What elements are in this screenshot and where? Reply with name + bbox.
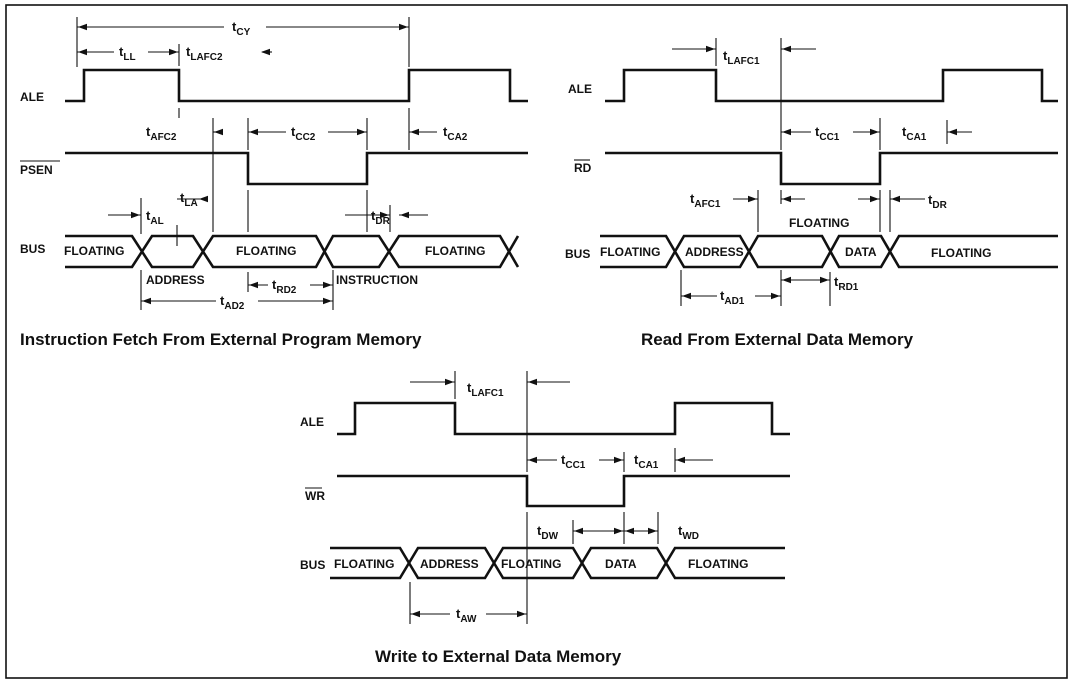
caption-instruction-fetch: Instruction Fetch From External Program … — [20, 330, 422, 349]
ale-waveform — [337, 401, 790, 436]
bus-floating-2: FLOATING — [501, 557, 561, 571]
bus-floating-1: FLOATING — [600, 245, 660, 259]
rd-waveform — [605, 151, 1058, 186]
bus-address: ADDRESS — [420, 557, 479, 571]
panel-write-data: ALE WR BUS FLOATING ADDRESS FLOATING DAT… — [300, 371, 790, 666]
figure-border — [5, 4, 1068, 679]
timing-t-lafc1: tLAFC1 — [467, 380, 504, 399]
bus-label: BUS — [20, 242, 45, 256]
rd-label: RD — [574, 161, 592, 175]
psen-label: PSEN — [20, 163, 53, 177]
timing-t-afc1: tAFC1 — [690, 191, 721, 210]
timing-t-rd2: tRD2 — [272, 277, 297, 296]
timing-t-ca1: tCA1 — [634, 452, 659, 471]
bus-address: ADDRESS — [685, 245, 744, 259]
wr-label: WR — [305, 489, 325, 503]
bus-floating-2: FLOATING — [236, 244, 296, 258]
timing-t-dw: tDW — [537, 523, 559, 542]
timing-t-ad1: tAD1 — [720, 288, 745, 307]
bus-floating-3: FLOATING — [688, 557, 748, 571]
caption-read-data: Read From External Data Memory — [641, 330, 914, 349]
ale-waveform — [65, 68, 528, 103]
timing-t-lafc1: tLAFC1 — [723, 48, 760, 67]
bus-label: BUS — [565, 247, 590, 261]
bus-floating-1: FLOATING — [334, 557, 394, 571]
timing-t-cc1: tCC1 — [561, 452, 586, 471]
timing-t-ad2: tAD2 — [220, 293, 245, 312]
bus-waveform-lower — [600, 234, 1058, 269]
ale-label: ALE — [20, 90, 44, 104]
panel-instruction-fetch: ALE PSEN BUS FLOATING FLOATING FLOATING … — [20, 17, 528, 349]
bus-floating-1: FLOATING — [64, 244, 124, 258]
bus-floating-2: FLOATING — [789, 216, 849, 230]
timing-t-wd: tWD — [678, 523, 699, 542]
timing-t-la: tLA — [180, 190, 198, 209]
bus-floating-3: FLOATING — [425, 244, 485, 258]
timing-t-al: tAL — [146, 208, 164, 227]
timing-t-cy: tCY — [232, 19, 251, 38]
bus-waveform-lower — [330, 546, 785, 580]
psen-waveform — [65, 151, 528, 186]
bus-waveform-lower — [65, 234, 520, 269]
ale-waveform — [605, 68, 1058, 103]
panel-read-data: ALE RD BUS FLOATING ADDRESS FLOATING DAT… — [565, 38, 1058, 349]
wr-waveform — [337, 474, 790, 508]
bus-floating-3: FLOATING — [931, 246, 991, 260]
timing-t-ca1: tCA1 — [902, 124, 927, 143]
timing-t-rd1: tRD1 — [834, 274, 859, 293]
timing-t-ll: tLL — [119, 44, 136, 63]
ale-label: ALE — [300, 415, 324, 429]
bus-address: ADDRESS — [146, 273, 205, 287]
bus-label: BUS — [300, 558, 325, 572]
caption-write-data: Write to External Data Memory — [375, 647, 622, 666]
timing-t-dr: tDR — [371, 208, 391, 227]
timing-t-lafc2: tLAFC2 — [186, 44, 223, 63]
timing-t-dr: tDR — [928, 192, 948, 211]
bus-data: DATA — [845, 245, 877, 259]
timing-t-cc1: tCC1 — [815, 124, 840, 143]
timing-t-afc2: tAFC2 — [146, 124, 177, 143]
bus-data: DATA — [605, 557, 637, 571]
timing-t-ca2: tCA2 — [443, 124, 468, 143]
timing-t-cc2: tCC2 — [291, 124, 316, 143]
bus-waveform-upper — [65, 234, 520, 269]
timing-t-aw: tAW — [456, 606, 477, 625]
bus-instruction: INSTRUCTION — [336, 273, 418, 287]
ale-label: ALE — [568, 82, 592, 96]
